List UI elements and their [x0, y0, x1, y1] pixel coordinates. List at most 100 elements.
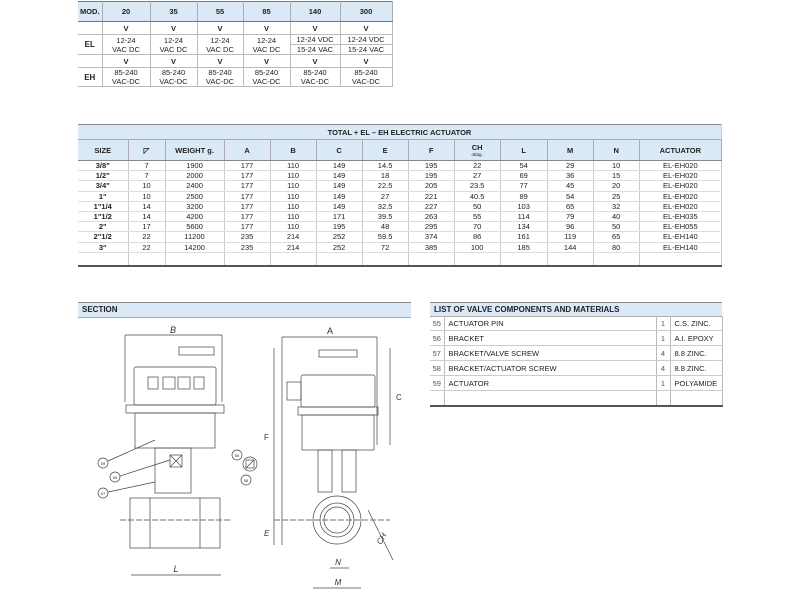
component-quantity: 1 — [656, 316, 671, 331]
balloon-56: 56 — [235, 453, 240, 458]
column-header: E — [362, 139, 409, 161]
component-material: POLYAMIDE — [670, 375, 723, 391]
section-heading: SECTION — [78, 302, 411, 318]
component-quantity: 1 — [656, 330, 671, 346]
table-cell: 205 — [408, 180, 455, 192]
v-unit-cell: V — [150, 21, 198, 35]
table-cell: 32 — [593, 201, 640, 212]
v-unit-cell: V — [340, 21, 393, 35]
table-cell: 1"1/2 — [78, 211, 129, 223]
table-cell: 149 — [316, 170, 363, 182]
table-cell: 86 — [454, 231, 501, 243]
dim-label-f: F — [264, 433, 269, 442]
table-cell: 252 — [316, 231, 363, 243]
table-cell: EL-EH020 — [639, 191, 723, 202]
table-cell: 36 — [547, 170, 594, 182]
table-cell: 161 — [500, 231, 548, 243]
balloon-59: 59 — [101, 461, 106, 466]
table-cell: 110 — [270, 160, 317, 172]
table-cell: 177 — [224, 160, 271, 172]
table-cell: 77 — [500, 180, 548, 192]
balloon-57: 57 — [101, 491, 106, 496]
component-material: 8.8 ZINC. — [670, 345, 723, 361]
column-header: WEIGHT g. — [165, 139, 225, 161]
table-cell: 2" — [78, 221, 129, 233]
dim-label-b: B — [170, 325, 176, 335]
table-cell: 25 — [593, 191, 640, 202]
table-cell: 10 — [593, 160, 640, 172]
table-cell: 15 — [593, 170, 640, 182]
component-name: ACTUATOR PIN — [444, 316, 657, 331]
mod-header-cell: 300 — [340, 1, 393, 22]
table-cell: 2400 — [165, 180, 225, 192]
table-cell: 3" — [78, 242, 129, 253]
table-cell: 195 — [408, 160, 455, 172]
table-cell: 23.5 — [454, 180, 501, 192]
table-cell: EL-EH140 — [639, 231, 723, 243]
table-cell: 70 — [454, 221, 501, 233]
component-number: 57 — [430, 345, 445, 361]
component-material: C.S. ZINC. — [670, 316, 723, 331]
table-cell: 195 — [316, 221, 363, 233]
v-unit-cell: V — [243, 21, 291, 35]
table-cell: 27 — [362, 191, 409, 202]
table-cell: 29 — [547, 160, 594, 172]
component-quantity: 4 — [656, 345, 671, 361]
front-view-drawing: B L 59 55 57 56 58 — [97, 325, 258, 576]
v-unit-cell: V — [243, 54, 291, 68]
component-quantity: 1 — [656, 375, 671, 391]
table-cell: 54 — [500, 160, 548, 172]
v-unit-cell: V — [290, 21, 341, 35]
table-cell: 149 — [316, 160, 363, 172]
column-header: F — [408, 139, 455, 161]
table-cell: 177 — [224, 170, 271, 182]
column-header: C — [316, 139, 363, 161]
table-cell: EL-EH020 — [639, 201, 723, 212]
component-number: 55 — [430, 316, 445, 331]
table-cell: 110 — [270, 221, 317, 233]
balloon-55: 55 — [113, 475, 118, 480]
column-header: A — [224, 139, 271, 161]
table-cell: 79 — [547, 211, 594, 223]
table-cell: 177 — [224, 201, 271, 212]
table-cell: 11200 — [165, 231, 225, 243]
table-cell: 235 — [224, 242, 271, 253]
table-cell: 177 — [224, 191, 271, 202]
mod-header-cell: 140 — [290, 1, 341, 22]
table-cell: 4200 — [165, 211, 225, 223]
table-cell: 22 — [454, 160, 501, 172]
table-cell: 3/8" — [78, 160, 129, 172]
v-unit-cell: V — [290, 54, 341, 68]
dim-label-ch: CH — [375, 531, 389, 546]
table-cell: EL-EH020 — [639, 160, 723, 172]
table-cell: 100 — [454, 242, 501, 253]
dim-label-m: M — [335, 578, 342, 587]
table-cell: 2"1/2 — [78, 231, 129, 243]
component-number: 59 — [430, 375, 445, 391]
table-cell: 80 — [593, 242, 640, 253]
column-header: SIZE — [78, 139, 129, 161]
table-cell: 252 — [316, 242, 363, 253]
mod-header-cell: 85 — [243, 1, 291, 22]
table-cell: 171 — [316, 211, 363, 223]
table-cell: 177 — [224, 221, 271, 233]
table-cell: 59.5 — [362, 231, 409, 243]
table-cell: EL-EH020 — [639, 180, 723, 192]
table-cell: 177 — [224, 180, 271, 192]
